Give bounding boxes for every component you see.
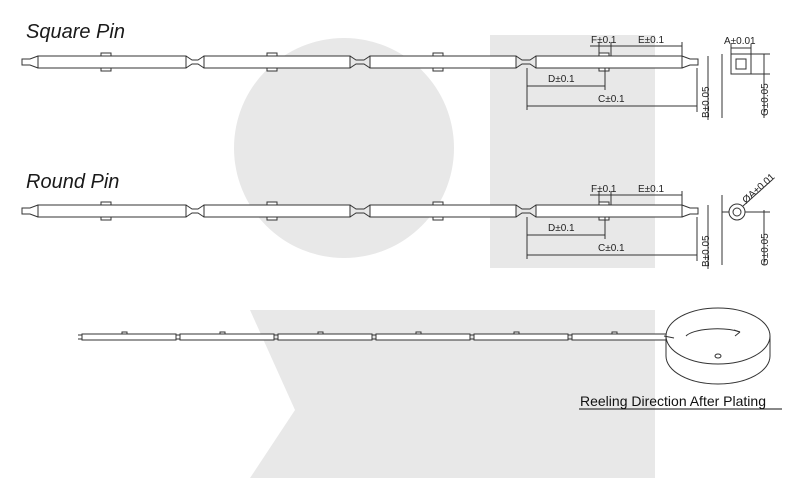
reel <box>663 307 771 385</box>
pin-segment <box>37 201 205 221</box>
square-pin-strip <box>21 52 699 72</box>
reel-caption: Reeling Direction After Plating <box>580 393 766 409</box>
reel-pin-segment <box>375 331 471 341</box>
reel-pin-strip <box>78 331 667 341</box>
square-cross-section <box>721 44 770 118</box>
dim-d-label: D±0.1 <box>548 74 575 85</box>
pin-segment <box>37 52 205 72</box>
dim-b-label: B±0.05 <box>701 86 712 118</box>
square-pin-title: Square Pin <box>26 21 125 43</box>
reel-pin-segment <box>473 331 569 341</box>
pin-segment <box>369 201 537 221</box>
pin-tip <box>21 55 39 69</box>
pin-segment <box>203 201 371 221</box>
dim-f-label: F±0.1 <box>591 184 617 195</box>
pin-segment <box>535 52 683 72</box>
reel-pin-segment <box>179 331 275 341</box>
dim-g-label: G±0.05 <box>760 83 771 116</box>
pin-segment <box>203 52 371 72</box>
pin-segment <box>535 201 683 221</box>
dim-c-label: C±0.1 <box>598 94 625 105</box>
dim-a-label: A±0.01 <box>724 36 756 47</box>
dim-g-label: G±0.05 <box>760 233 771 266</box>
pin-tip <box>21 204 39 218</box>
pin-segment <box>369 52 537 72</box>
dim-e-label: E±0.1 <box>638 35 664 46</box>
square-pin-dimensions: F±0.1 E±0.1D±0.1C±0.1 B±0.05 A±0.01G±0.05 <box>526 35 771 120</box>
pin-tip <box>681 204 699 218</box>
watermark-logo <box>234 35 655 478</box>
dim-a-label: ØA±0.01 <box>741 171 778 206</box>
round-pin-strip <box>21 201 699 221</box>
round-cross-section <box>721 179 773 265</box>
reel-pin-segment <box>81 331 177 341</box>
round-pin-title: Round Pin <box>26 171 120 193</box>
dim-c-label: C±0.1 <box>598 243 625 254</box>
dim-d-label: D±0.1 <box>548 223 575 234</box>
dim-e-label: E±0.1 <box>638 184 664 195</box>
pin-tip <box>681 55 699 69</box>
dim-b-label: B±0.05 <box>701 235 712 267</box>
dim-f-label: F±0.1 <box>591 35 617 46</box>
reel-pin-segment <box>277 331 373 341</box>
